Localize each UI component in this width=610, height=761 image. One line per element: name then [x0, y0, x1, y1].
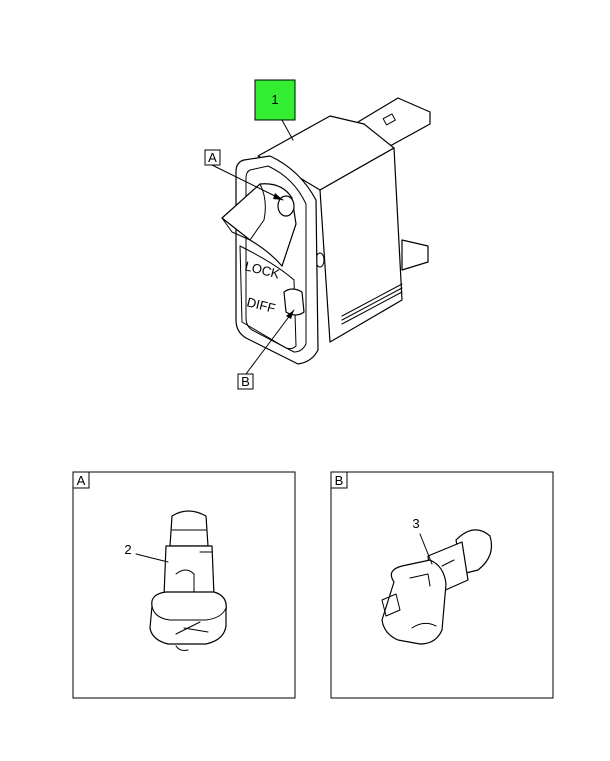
leader-line-a [211, 164, 284, 201]
switch-legend-diff: DIFF [245, 294, 277, 316]
detail-panel-a-tag-box [72, 471, 90, 489]
detail-panel-b-tag-box [330, 471, 348, 489]
bulb-3 [381, 529, 493, 645]
reference-a-letter: A [208, 150, 217, 165]
reference-a-callout[interactable]: A [204, 149, 284, 201]
switch-assembly: LOCK DIFF [221, 97, 431, 365]
arrowhead-a [273, 193, 283, 200]
callout-3-number: 3 [412, 516, 419, 531]
callout-1-highlight [254, 79, 296, 121]
reference-b-letter: B [241, 374, 250, 389]
callout-1-number: 1 [271, 92, 278, 107]
callout-item-2[interactable]: 2 [124, 542, 169, 563]
bulb-2 [149, 510, 227, 651]
reference-b-callout[interactable]: B [237, 309, 295, 390]
leader-line-b [245, 309, 295, 375]
detail-panel-b-tag: B [335, 473, 344, 488]
callout-2-number: 2 [124, 542, 131, 557]
detail-panel-a-tag: A [77, 473, 86, 488]
leader-line-1 [281, 119, 294, 141]
detail-panel-a: A 2 [72, 471, 296, 699]
leader-line-3 [419, 533, 433, 565]
callout-item-3[interactable]: 3 [412, 516, 433, 565]
arrowhead-b [286, 310, 294, 319]
leader-line-2 [135, 553, 169, 563]
callout-item-1[interactable]: 1 [254, 79, 296, 141]
detail-panel-b: B 3 [330, 471, 554, 699]
